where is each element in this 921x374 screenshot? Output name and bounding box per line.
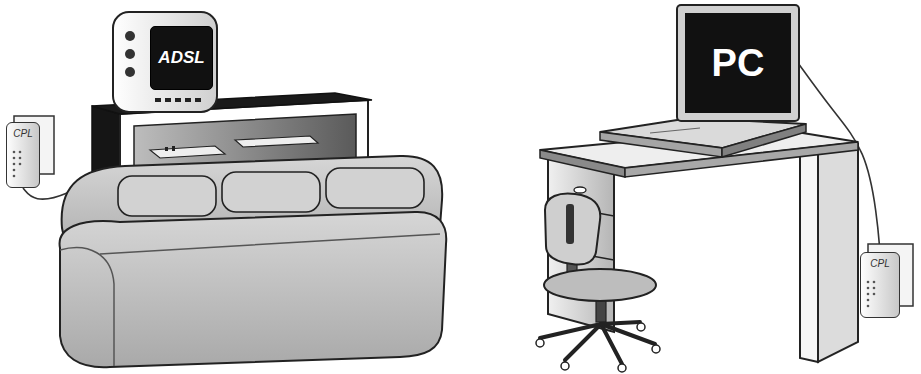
shelf-device [150,146,225,158]
sofa-seat-edge [100,234,440,254]
modem-led [195,98,201,102]
sofa-arm [60,248,114,366]
vent-dot [867,305,870,308]
vent-dot [13,169,16,172]
modem-body [113,12,217,112]
vent-dot [873,281,876,284]
chair-wheel [561,362,569,370]
modem-led [155,98,161,102]
device-detail [172,146,175,151]
vent-dot [19,151,22,154]
modem-button [125,49,135,59]
vent-dot [13,175,16,178]
chair-wheel [536,339,544,347]
chair-leg [565,324,601,360]
sofa-base [60,212,447,367]
powerline-adapter-body [860,252,900,318]
laptop-base-edge [722,124,806,157]
chair-base [540,322,655,364]
modem-front-panel: ADSL [150,26,213,90]
adapter-vents [13,151,22,178]
vent-dot [873,287,876,290]
desk-leg [800,150,818,362]
vent-dot [13,157,16,160]
laptop-screen: PC [678,6,798,120]
vent-dot [19,157,22,160]
drawer-handle [574,187,586,193]
chair-backrest [545,194,600,265]
chair-wheel [637,323,645,331]
vent-dot [867,293,870,296]
desk-edge [540,150,625,177]
vent-dot [873,293,876,296]
sofa-cushion [326,168,424,208]
vent-dot [13,151,16,154]
modem-led [175,98,181,102]
modem-button [125,31,135,41]
chair-wheel [618,364,626,372]
node-label: PC [712,42,765,85]
modem-led [165,98,171,102]
laptop-base-edge [600,132,722,157]
vent-dot [867,281,870,284]
sofa-cushion [118,176,216,216]
modem-led [185,98,191,102]
node-label: CPL [13,128,32,139]
vent-dot [867,299,870,302]
vent-dot [19,163,22,166]
node-label: CPL [870,258,889,269]
chair-leg [601,322,640,324]
adapter-vents [867,281,876,308]
chair-wheel [652,345,660,353]
desk-side-panel [818,144,858,362]
vent-dot [867,287,870,290]
modem-button [125,67,135,77]
node-label: ADSL [158,48,204,68]
powerline-adapter: CPL [860,252,900,318]
powerline-adapter-body [6,122,40,188]
chair-seat [544,269,656,301]
chair-backrest-detail [566,204,574,244]
vent-dot [13,163,16,166]
chair-wheels [536,323,660,372]
chair-leg [601,324,655,344]
shelf-device [235,136,318,147]
sofa-cushion [222,172,320,212]
device-detail [165,147,168,151]
laptop-hinge-detail [650,128,700,133]
powerline-adapter: CPL [6,122,40,188]
